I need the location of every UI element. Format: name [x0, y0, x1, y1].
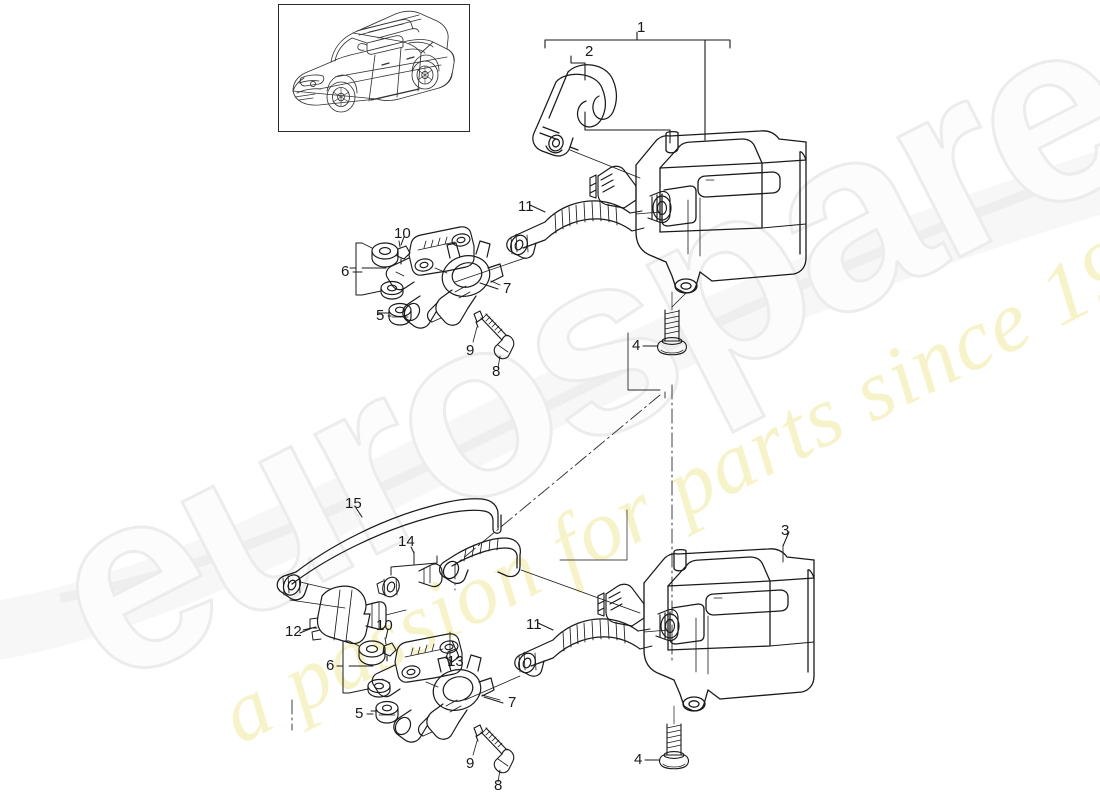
part-15-vent-line: [276, 498, 641, 614]
callout-8-upper: 8: [492, 363, 501, 380]
part-3-carbon-canister-lower: [643, 544, 815, 712]
callout-5-lower: 5: [355, 705, 364, 722]
callout-5-upper: 5: [376, 307, 385, 324]
callout-13: 13: [447, 653, 464, 670]
callout-7-lower: 7: [508, 694, 517, 711]
callout-6-lower: 6: [326, 657, 335, 674]
part-8-bolt-lower: [480, 727, 515, 783]
callout-1: 1: [637, 19, 646, 36]
callout-3: 3: [781, 522, 790, 539]
part-10-clip-lower: [382, 637, 397, 662]
part-5-grommet-lower: [370, 700, 399, 724]
part-1-carbon-canister-upper: [635, 130, 807, 294]
vehicle-thumbnail-box: [278, 4, 470, 132]
callout-11-lower: 11: [526, 616, 542, 633]
leader-bracket-1: [544, 31, 731, 141]
part-6-rubber-mount-lower: [336, 640, 391, 698]
callout-11-upper: 11: [518, 198, 534, 215]
watermark-swoosh-line: [59, 163, 1100, 603]
layout-guides: [559, 509, 628, 561]
part-4-bolt-upper: [657, 291, 687, 356]
callout-10-upper: 10: [394, 225, 411, 242]
callout-4-upper: 4: [632, 337, 641, 354]
part-10-clip-upper: [396, 240, 411, 265]
lower-mounting-bracket-rail: [371, 633, 463, 698]
callout-8-lower: 8: [494, 777, 503, 794]
callout-leaders: [299, 204, 790, 761]
callout-4-lower: 4: [634, 751, 643, 768]
callout-12: 12: [285, 623, 302, 640]
upper-mounting-bracket-rail: [385, 226, 475, 291]
callout-9-lower: 9: [466, 755, 475, 772]
part-8-bolt-upper: [480, 313, 515, 369]
part-2-breather-hose: [532, 64, 641, 179]
part-4-bolt-lower: [659, 705, 689, 770]
callout-10-lower: 10: [376, 617, 393, 634]
centerline-corners: [627, 332, 661, 391]
part-7-leak-diagnosis-pump-lower: [393, 654, 501, 743]
callout-7-upper: 7: [503, 280, 512, 297]
part-7-leak-diagnosis-pump-upper: [402, 240, 504, 329]
lower-canister-valve-block: [597, 583, 680, 642]
callout-15: 15: [345, 495, 362, 512]
callout-2: 2: [585, 43, 594, 60]
vehicle-illustration: [292, 10, 455, 113]
part-14-connector-set: [376, 551, 443, 598]
callout-6-upper: 6: [341, 263, 350, 280]
callout-9-upper: 9: [466, 342, 475, 359]
part-11-vent-hose-upper: [454, 200, 645, 283]
callout-14: 14: [398, 533, 415, 550]
part-6-rubber-mount-upper: [349, 242, 404, 300]
